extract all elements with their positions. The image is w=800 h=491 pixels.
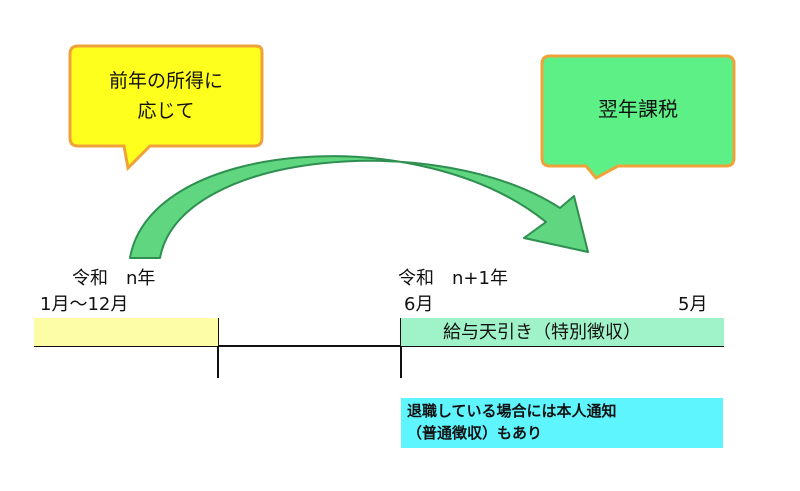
left-callout-text: 前年の所得に 応じて xyxy=(70,66,262,126)
year-n1-end-label: 5月 xyxy=(678,294,708,315)
year-n1-band-label: 給与天引き（特別徴収） xyxy=(443,322,641,343)
retirement-note: 退職している場合には本人通知 （普通徴収）もあり xyxy=(401,398,723,448)
right-callout-shape xyxy=(540,54,736,180)
year-n-label: 令和 n年 xyxy=(72,268,156,289)
right-callout-text: 翌年課税 xyxy=(598,97,678,121)
year-n-band xyxy=(34,318,218,346)
curved-arrow xyxy=(129,155,589,259)
left-callout-line1: 前年の所得に xyxy=(108,70,223,92)
left-callout-line2: 応じて xyxy=(137,100,195,122)
year-n-period-label: 1月～12月 xyxy=(40,294,129,315)
retirement-note-line2: （普通徴収）もあり xyxy=(407,424,543,442)
year-n1-start-label: 6月 xyxy=(404,294,434,315)
left-callout-shape xyxy=(68,44,264,172)
year-n1-band: 給与天引き（特別徴収） xyxy=(401,318,724,346)
retirement-note-line1: 退職している場合には本人通知 xyxy=(407,402,617,420)
year-n1-label: 令和 n+1年 xyxy=(398,268,508,289)
